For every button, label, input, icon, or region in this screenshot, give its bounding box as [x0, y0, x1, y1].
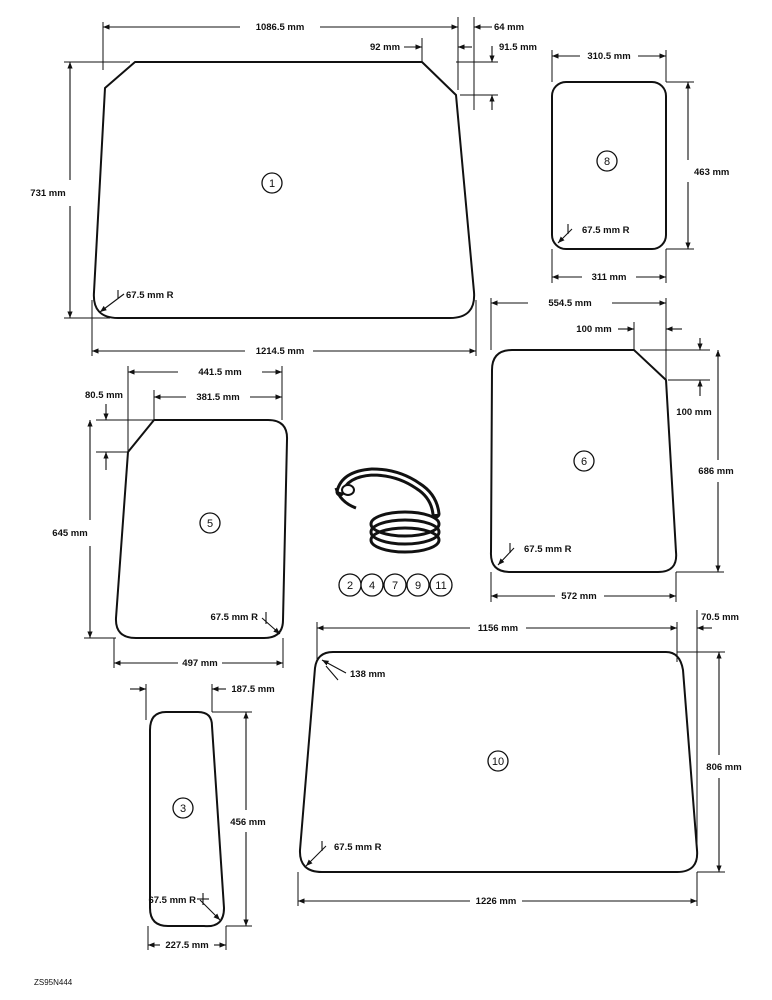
dim-radius-6: 67.5 mm R	[524, 544, 572, 555]
dim-138: 138 mm	[350, 669, 385, 680]
pane-1: 1086.5 mm 92 mm 64 mm 91.5 mm 731 mm 67.…	[30, 17, 537, 357]
pane-6-outline	[489, 349, 678, 573]
dim-100-side: 100 mm	[676, 407, 711, 418]
pane-5-outline	[114, 419, 289, 639]
pane-8-outline	[551, 81, 667, 250]
pane-1-number: 1	[269, 178, 275, 190]
pane-5: 441.5 mm 80.5 mm 381.5 mm 645 mm 67.5 mm…	[52, 366, 289, 669]
dim-554-5: 554.5 mm	[548, 298, 591, 309]
dim-radius-1: 67.5 mm R	[126, 290, 174, 301]
pane-8-number: 8	[604, 156, 610, 168]
dim-310-5: 310.5 mm	[587, 51, 630, 62]
figure-code: ZS95N444	[34, 978, 73, 987]
dim-radius-5: 67.5 mm R	[210, 612, 258, 623]
dim-1214-5: 1214.5 mm	[256, 346, 305, 357]
dim-91-5: 91.5 mm	[499, 42, 537, 53]
pane-10-outline	[298, 651, 699, 873]
dim-radius-10: 67.5 mm R	[334, 842, 382, 853]
dim-686: 686 mm	[698, 466, 733, 477]
dim-radius-8: 67.5 mm R	[582, 225, 630, 236]
seal-illustration	[334, 467, 441, 554]
seal-item-2: 2	[347, 580, 353, 592]
dim-radius-3: 67.5 mm R	[148, 895, 196, 906]
pane-6-number: 6	[581, 456, 587, 468]
dim-806: 806 mm	[706, 762, 741, 773]
seal-item-4: 4	[369, 580, 375, 592]
pane-3-outline	[149, 711, 225, 928]
pane-6: 554.5 mm 100 mm 100 mm 686 mm 67.5 mm R …	[489, 298, 734, 602]
dim-311: 311 mm	[592, 272, 627, 283]
dim-456: 456 mm	[230, 817, 265, 828]
dim-80-5: 80.5 mm	[85, 390, 123, 401]
dim-1086-5: 1086.5 mm	[256, 22, 305, 33]
dim-1156: 1156 mm	[478, 623, 518, 634]
pane-10: 1156 mm 70.5 mm 138 mm 806 mm 67.5 mm R …	[297, 610, 742, 907]
pane-10-number: 10	[492, 756, 504, 768]
pane-3: 187.5 mm 456 mm 67.5 mm R 227.5 mm 3	[130, 684, 275, 951]
dim-70-5: 70.5 mm	[701, 612, 739, 623]
dim-227-5: 227.5 mm	[165, 940, 208, 951]
pane-1-outline	[92, 61, 476, 319]
dim-64: 64 mm	[494, 22, 524, 33]
seal-item-7: 7	[392, 580, 398, 592]
dim-381-5: 381.5 mm	[196, 392, 239, 403]
seal-item-9: 9	[415, 580, 421, 592]
seal-group: 2 4 7 9 11	[334, 467, 453, 597]
dim-1226: 1226 mm	[476, 896, 517, 907]
pane-5-number: 5	[207, 518, 213, 530]
dim-497: 497 mm	[182, 658, 217, 669]
dim-92: 92 mm	[370, 42, 400, 53]
dim-187-5: 187.5 mm	[231, 684, 274, 695]
dim-463: 463 mm	[694, 167, 729, 178]
pane-8: 310.5 mm 463 mm 67.5 mm R 311 mm 8	[551, 50, 729, 283]
pane-3-number: 3	[180, 803, 186, 815]
dim-572: 572 mm	[561, 591, 596, 602]
dim-645: 645 mm	[52, 528, 87, 539]
dim-731: 731 mm	[30, 188, 65, 199]
dim-441-5: 441.5 mm	[198, 367, 241, 378]
dim-100-top: 100 mm	[576, 324, 611, 335]
seal-item-11: 11	[435, 580, 446, 592]
